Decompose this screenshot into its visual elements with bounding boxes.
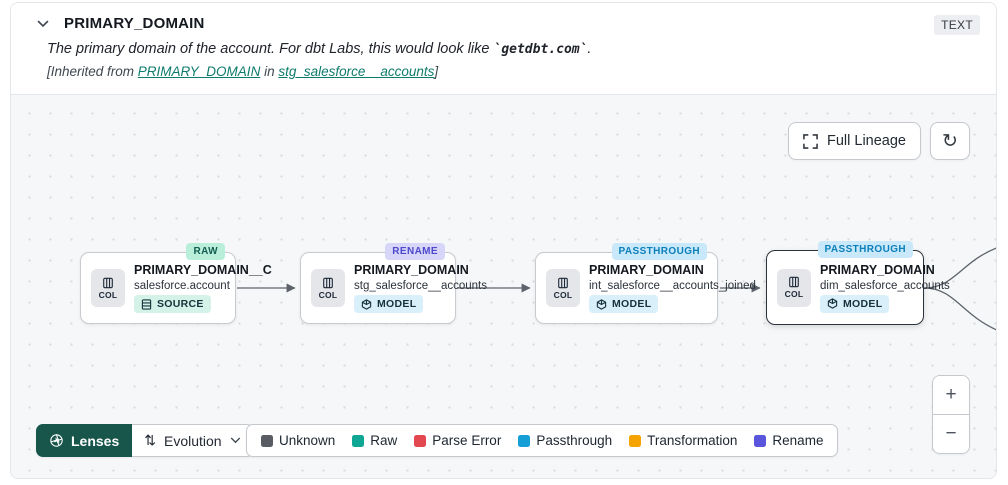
resource-kind-badge: MODEL [354,295,424,313]
column-type-box: COL [546,269,580,307]
legend-label: Rename [772,433,824,448]
node-title: PRIMARY_DOMAIN [354,263,469,277]
column-icon [103,277,113,288]
column-icon [558,277,568,288]
chevron-down-icon [230,437,240,444]
resource-kind-badge: MODEL [820,294,890,313]
column-lineage-panel: PRIMARY_DOMAIN TEXT The primary domain o… [10,2,997,479]
column-description: The primary domain of the account. For d… [47,41,980,57]
column-type-box: COL [91,269,125,307]
inherited-column-link[interactable]: PRIMARY_DOMAIN [137,64,261,79]
evolution-legend: Unknown Raw Parse Error Passthrough Tran… [246,424,839,457]
evolution-badge: RENAME [385,243,445,260]
description-period: . [587,41,592,57]
column-icon [323,277,333,288]
col-label: COL [318,289,338,300]
legend-item: Passthrough [518,433,612,448]
kind-label: MODEL [843,297,883,310]
evolution-badge: RAW [186,243,225,260]
inherited-model-link[interactable]: stg_salesforce__accounts [278,64,435,79]
lens-selected-label: Evolution [163,432,222,449]
inherit-middle: in [260,64,279,79]
legend-item: Raw [352,433,397,448]
legend-label: Transformation [647,433,738,448]
legend-swatch [518,434,531,447]
evolution-icon: ⇅ [144,432,156,448]
zoom-controls: + − [932,375,970,454]
evolution-badge: PASSTHROUGH [817,241,913,258]
lineage-node-salesforce-account[interactable]: RAW COL PRIMARY_DOMAIN__C salesforce.acc… [80,243,272,324]
column-header: PRIMARY_DOMAIN TEXT The primary domain o… [11,3,996,94]
lineage-node-int-salesforce-accounts-joined[interactable]: PASSTHROUGH COL PRIMARY_DOMAIN int_sales… [535,243,756,324]
zoom-out-button[interactable]: − [933,415,969,453]
legend-label: Passthrough [536,433,613,448]
kind-label: MODEL [377,298,417,310]
col-label: COL [784,289,804,299]
node-title: PRIMARY_DOMAIN__C [134,263,272,277]
legend-swatch [754,434,767,447]
node-subtitle: int_salesforce__accounts_joined [589,280,756,292]
node-subtitle: salesforce.account [134,280,230,292]
zoom-in-button[interactable]: + [933,376,969,414]
lineage-node-stg-salesforce-accounts[interactable]: RENAME COL PRIMARY_DOMAIN stg_salesforce… [300,243,487,324]
legend-label: Parse Error [432,433,502,448]
data-type-badge: TEXT [934,15,980,35]
legend-item: Unknown [261,433,335,448]
model-icon [596,298,607,310]
col-label: COL [553,289,573,300]
lenses-label: Lenses [71,432,120,449]
legend-swatch [629,434,642,447]
lineage-node-dim-salesforce-accounts[interactable]: PASSTHROUGH COL PRIMARY_DOMAIN dim_sales… [766,241,950,325]
lineage-canvas[interactable]: Full Lineage ↻ RAW COL PRIMARY_DOMAIN__C… [11,94,996,478]
col-label: COL [98,289,118,300]
resource-kind-badge: SOURCE [134,295,211,313]
lenses-button[interactable]: Lenses [36,424,133,457]
refresh-icon: ↻ [942,130,958,152]
legend-item: Rename [754,433,823,448]
lens-dropdown[interactable]: ⇅ Evolution [132,424,254,457]
source-icon [141,298,152,310]
column-type-box: COL [311,269,345,307]
legend-label: Unknown [279,433,336,448]
inherit-suffix: ] [434,64,439,79]
full-lineage-button[interactable]: Full Lineage [788,122,921,160]
expand-icon [803,133,818,149]
legend-swatch [414,434,427,447]
collapse-chevron-icon[interactable] [35,16,51,32]
model-icon [361,298,372,310]
legend-item: Transformation [629,433,737,448]
resource-kind-badge: MODEL [589,295,659,313]
legend-item: Parse Error [414,433,501,448]
model-icon [827,298,838,309]
description-text: The primary domain of the account. For d… [47,41,494,57]
legend-label: Raw [370,433,398,448]
legend-swatch [261,434,273,447]
column-title: PRIMARY_DOMAIN [64,15,205,32]
legend-swatch [352,434,365,447]
node-subtitle: dim_salesforce_accounts [820,279,950,292]
kind-label: MODEL [612,298,652,310]
column-icon [789,276,799,288]
node-title: PRIMARY_DOMAIN [820,262,935,277]
lens-aperture-icon [50,434,63,447]
inherited-from-line: [Inherited from PRIMARY_DOMAIN in stg_sa… [47,64,980,79]
node-title: PRIMARY_DOMAIN [589,263,704,277]
inherit-prefix: [Inherited from [47,64,138,79]
node-subtitle: stg_salesforce__accounts [354,280,487,292]
description-code: `getdbt.com` [493,42,588,57]
kind-label: SOURCE [157,298,204,310]
refresh-button[interactable]: ↻ [930,122,970,160]
column-type-box: COL [777,268,811,307]
lenses-toolbar: Lenses ⇅ Evolution [36,424,254,457]
evolution-badge: PASSTHROUGH [611,243,707,260]
zoom-divider [933,414,969,415]
full-lineage-label: Full Lineage [827,133,906,149]
